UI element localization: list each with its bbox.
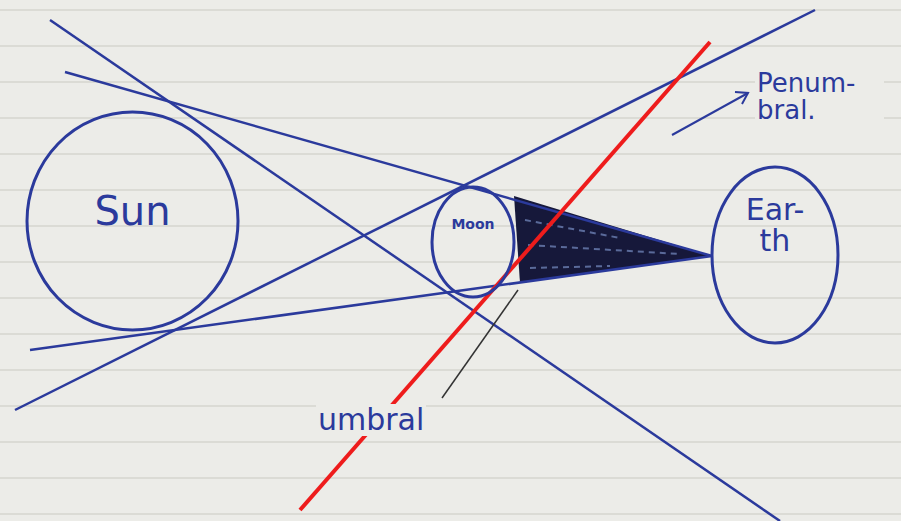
outline-ellipse	[432, 187, 514, 297]
node-outline	[430, 185, 516, 299]
sun-circle: Sun	[25, 110, 240, 332]
text-wrap: Moon	[451, 217, 494, 232]
text-wrap: Ear- th	[735, 194, 815, 257]
node-text: Ear- th	[735, 194, 815, 257]
moon-circle: Moon	[430, 185, 516, 299]
light-rays	[15, 10, 815, 521]
outline-ellipse	[712, 167, 838, 343]
umbral-label: umbral	[316, 404, 426, 436]
earth-oval: Ear- th	[710, 165, 840, 345]
text-wrap: Sun	[94, 190, 170, 232]
penumbral-label: Penum- bral.	[755, 70, 884, 125]
outline-ellipse	[27, 112, 238, 330]
node-text: Moon	[451, 217, 494, 232]
node-text: Sun	[94, 190, 170, 232]
penumbral-arrow	[672, 92, 748, 135]
cross-out-mark	[300, 42, 710, 510]
ruled-lines	[0, 10, 901, 514]
